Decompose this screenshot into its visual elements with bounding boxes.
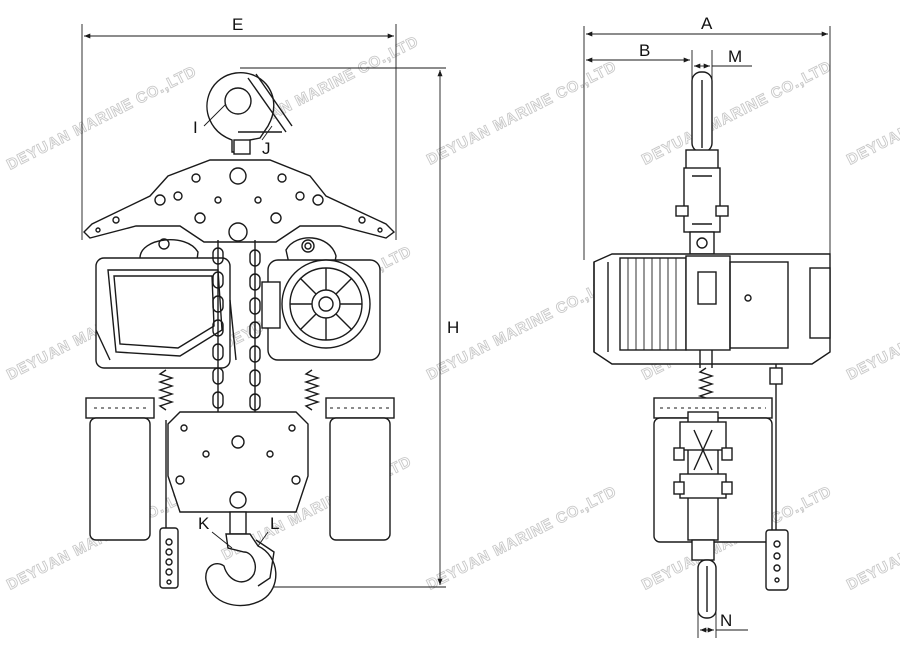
suspension-plate <box>83 159 396 243</box>
bottom-block <box>167 411 309 513</box>
dimension-m: M <box>691 47 752 82</box>
chain-bags <box>85 397 395 541</box>
label-l: L <box>270 514 279 533</box>
label-n: N <box>720 611 732 630</box>
side-bottom-hook <box>697 559 717 619</box>
chain-left <box>212 240 224 414</box>
label-a: A <box>701 14 713 33</box>
label-m: M <box>728 47 742 66</box>
side-pendant <box>765 364 789 591</box>
pendant-control <box>159 420 179 589</box>
right-motor <box>261 259 381 361</box>
chain-center <box>249 240 261 414</box>
watermark-10: DEYUAN MARINE CO.,LTD <box>844 273 900 384</box>
label-h: H <box>447 318 459 337</box>
bottom-hook <box>205 511 277 607</box>
watermark-5: DEYUAN MARINE CO.,LTD <box>844 58 900 169</box>
label-k: K <box>198 514 210 533</box>
left-controller-box <box>95 257 237 369</box>
side-top-hook <box>675 71 729 255</box>
load-chains <box>212 240 261 414</box>
springs <box>157 369 321 411</box>
label-i: I <box>193 118 198 137</box>
label-e: E <box>232 15 243 34</box>
watermark-15: DEYUAN MARINE CO.,LTD <box>844 483 900 594</box>
dimension-n: N <box>697 611 748 638</box>
side-bottom-block <box>673 411 733 561</box>
dimension-e: E <box>81 15 397 240</box>
label-j: J <box>262 139 271 158</box>
label-b: B <box>639 41 650 60</box>
watermark-13: DEYUAN MARINE CO.,LTD <box>424 483 619 594</box>
watermark-1: DEYUAN MARINE CO.,LTD <box>4 63 199 174</box>
dimension-h: H <box>240 67 459 588</box>
front-view: E H I J <box>81 15 459 607</box>
side-view: A B M <box>583 14 831 638</box>
top-hook <box>203 71 293 155</box>
watermark-3: DEYUAN MARINE CO.,LTD <box>424 58 619 169</box>
watermark-4: DEYUAN MARINE CO.,LTD <box>639 58 834 169</box>
dimension-b: B <box>586 41 690 63</box>
dimension-a: A <box>583 14 831 260</box>
side-motor-body <box>593 253 831 365</box>
